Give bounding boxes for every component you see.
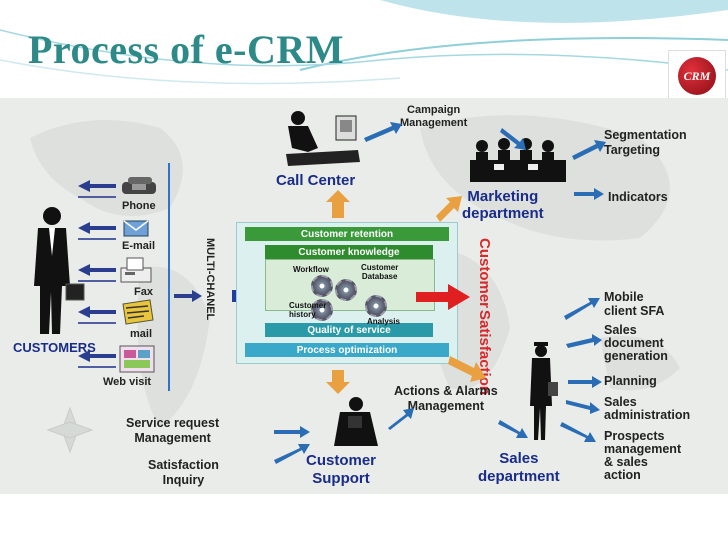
satisfaction-inquiry-line-2: Inquiry <box>162 473 205 487</box>
customers-label: CUSTOMERS <box>13 340 96 355</box>
gear-icon <box>311 275 333 297</box>
call-center-label: Call Center <box>276 172 356 189</box>
service-request-line-2: Management <box>134 431 211 445</box>
channel-label-web: Web visit <box>103 376 152 388</box>
sales-line-2: department <box>478 468 560 485</box>
customer-retention-bar: Customer retention <box>245 227 449 241</box>
customer-satisfaction-line-2: Satisfaction <box>476 310 493 396</box>
targeting-line: Targeting <box>604 143 661 157</box>
mobile-client-sfa-label: Mobile client SFA <box>604 290 664 318</box>
sales-line-1: Sales <box>499 450 539 467</box>
workflow-label: Workflow <box>293 265 329 274</box>
web-visit-icon <box>119 345 155 373</box>
planning-label: Planning <box>604 374 657 388</box>
docs-line-3: generation <box>604 349 668 363</box>
salesperson-figure <box>530 342 558 440</box>
core-process-box: Customer retention Customer knowledge Qu… <box>236 222 458 364</box>
segmentation-line: Segmentation <box>604 128 687 142</box>
campaign-line-1: Campaign <box>407 104 461 116</box>
sales-document-generation-label: Sales document generation <box>604 324 668 363</box>
marketing-line-2: department <box>462 205 544 222</box>
marketing-department-label: Marketing department <box>462 188 544 222</box>
crm-logo: CRM <box>668 50 726 102</box>
indicators-label: Indicators <box>608 190 668 204</box>
admin-line-1: Sales <box>604 395 637 409</box>
quality-of-service-bar: Quality of service <box>265 323 433 337</box>
email-icon <box>123 220 149 237</box>
crm-logo-badge: CRM <box>678 57 716 95</box>
channel-label-phone: Phone <box>122 200 156 212</box>
customer-history-line-1: Customer <box>289 301 327 310</box>
satisfaction-inquiry-line-1: Satisfaction <box>148 458 219 472</box>
actions-line-1: Actions & Alarms <box>394 384 498 398</box>
customer-support-label: Customer Support <box>306 452 376 488</box>
customer-knowledge-bar: Customer knowledge <box>265 245 433 259</box>
channel-label-email: E-mail <box>122 240 156 252</box>
customer-history-label: Customer history <box>289 301 326 319</box>
admin-line-2: administration <box>604 408 691 422</box>
slide-title: Process of e-CRM <box>28 27 345 72</box>
gear-icon <box>365 295 387 317</box>
mobile-line-2: client SFA <box>604 304 665 318</box>
channel-label-fax: Fax <box>134 286 153 298</box>
analysis-label: Analysis <box>367 317 400 326</box>
customer-businessman-figure <box>34 207 85 334</box>
fax-icon <box>120 257 152 283</box>
satisfaction-arrow <box>416 284 470 310</box>
header-wave-decoration <box>0 0 728 85</box>
prospects-line-1: Prospects <box>604 429 665 443</box>
customer-satisfaction-line-1: Customer <box>476 238 493 309</box>
campaign-management-label: Campaign Management <box>400 104 467 130</box>
customer-history-line-2: history <box>289 310 316 319</box>
actions-alarms-label: Actions & Alarms Management <box>394 384 498 414</box>
customer-database-line-1: Customer <box>361 263 399 272</box>
gear-icon <box>311 299 333 321</box>
mobile-line-1: Mobile <box>604 290 644 304</box>
prospects-line-2: management <box>604 442 682 456</box>
service-request-line-1: Service request <box>126 416 220 430</box>
channel-arrows <box>78 180 116 368</box>
support-line-1: Customer <box>306 452 377 469</box>
customer-support-figure <box>334 397 378 446</box>
customer-database-label: Customer Database <box>361 263 398 281</box>
marketing-line-1: Marketing <box>467 188 539 205</box>
diagram-panel: Phone E-mail Fax mail Web visit <box>0 98 728 494</box>
actions-line-2: Management <box>407 399 485 413</box>
docs-line-1: Sales <box>604 323 637 337</box>
prospects-line-3: & sales <box>604 455 648 469</box>
gear-icon <box>335 279 357 301</box>
compass-rose-decoration <box>46 406 94 454</box>
call-center-figure <box>286 111 360 166</box>
sales-department-label: Sales department <box>478 450 560 486</box>
customer-database-line-2: Database <box>361 272 398 281</box>
marketing-meeting-figure <box>470 138 566 182</box>
process-optimization-bar: Process optimization <box>245 343 449 357</box>
prospects-line-4: action <box>604 468 641 482</box>
service-request-label: Service request Management <box>126 416 219 446</box>
sales-administration-label: Sales administration <box>604 396 690 422</box>
support-line-2: Support <box>312 470 370 487</box>
satisfaction-inquiry-label: Satisfaction Inquiry <box>148 458 219 488</box>
channels-divider-line <box>168 163 170 391</box>
mail-icon <box>122 299 154 325</box>
channel-label-mail: mail <box>130 328 153 340</box>
campaign-line-2: Management <box>400 117 468 129</box>
phone-icon <box>122 177 156 194</box>
docs-line-2: document <box>604 336 664 350</box>
segmentation-targeting-label: Segmentation Targeting <box>604 128 687 158</box>
customer-satisfaction-label: Customer Satisfaction <box>476 238 493 395</box>
prospects-management-label: Prospects management & sales action <box>604 430 681 482</box>
multi-channel-label: MULTI-CHANEL <box>204 238 216 321</box>
